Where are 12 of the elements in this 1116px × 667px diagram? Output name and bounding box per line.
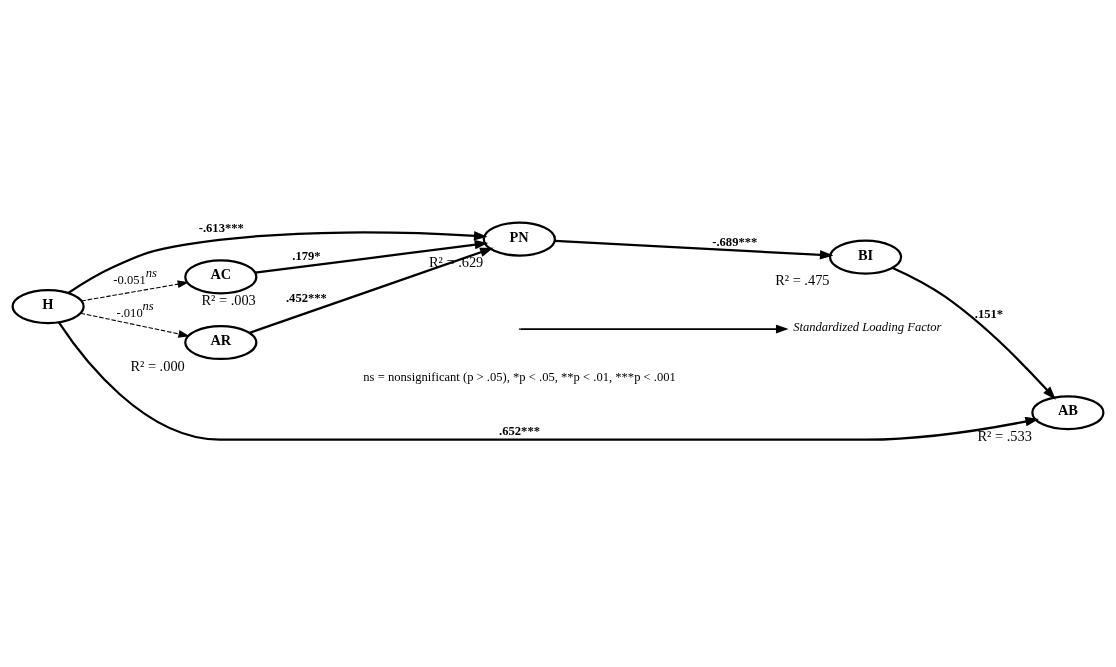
edge-label: .452*** xyxy=(285,290,327,305)
node-label: R² = .000 xyxy=(130,357,185,374)
edge-label: .652*** xyxy=(499,423,540,438)
legend-label: Standardized Loading Factor xyxy=(793,319,942,334)
edge-label: .179* xyxy=(292,248,321,263)
node-label: R² = .003 xyxy=(201,291,256,308)
node-label: R² = .475 xyxy=(775,271,830,288)
edge-label: -.613*** xyxy=(198,220,244,235)
edge-label: -.689*** xyxy=(712,234,758,249)
label: ns = nonsignificant (p > .05), *p < .05, **p < .01, ***p < .001 xyxy=(363,369,676,384)
node-label: R² = .533 xyxy=(977,427,1032,444)
edge-label: .151* xyxy=(974,306,1004,321)
